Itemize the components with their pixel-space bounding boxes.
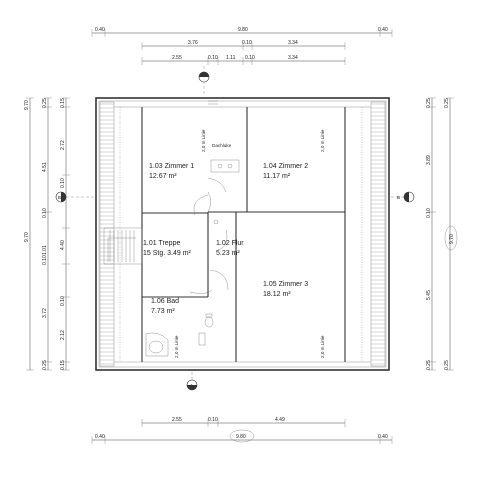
dim-left-in-e: 4.40	[60, 240, 66, 250]
dim-top2-c: 3.34	[288, 40, 298, 46]
room-labels: 1.03 Zimmer 1 12.67 m² 1.04 Zimmer 2 11.…	[143, 163, 308, 315]
dim-left-in-a: 0.15	[60, 98, 66, 108]
dim-left-in-f: 0.10	[60, 296, 66, 306]
dim-left-e: 3.72	[42, 308, 48, 318]
dim-top3-c: 1.11	[226, 55, 236, 61]
bottom-dimensions: 2.55 0.10 4.49 0.40 9.80 0.40	[91, 417, 393, 444]
dim-top2-b: 0.10	[242, 40, 252, 46]
left-roof-hatch	[99, 101, 115, 367]
section-marker-b-right: B	[391, 191, 415, 203]
dim-bottom1-b: 0.10	[208, 417, 218, 423]
room-flur-label: 1.02 Flur	[216, 240, 244, 247]
room-treppe-label: 1.01 Treppe	[143, 240, 180, 247]
room-bad-area: 7.73 m²	[151, 308, 175, 315]
room-zimmer3-label: 1.05 Zimmer 3	[263, 281, 308, 288]
room-treppe-area: 15 Stg. 3.49 m²	[143, 250, 192, 257]
section-a-top-label: A	[202, 76, 206, 81]
linie-label-3: 2,0 m Linie	[174, 335, 179, 358]
dim-left-in-d: 1.01	[42, 245, 48, 255]
dim-left-c: 0.10	[42, 208, 48, 218]
linie-label-2: 2,0 m Linie	[320, 129, 325, 152]
dim-top3-e: 3.34	[288, 55, 298, 61]
dim-bottom-middle: 9.80	[236, 434, 246, 440]
dim-top-middle: 9.80	[238, 27, 248, 33]
linie-label-4: 2,0 m Linie	[320, 335, 325, 358]
dim-top3-d: 0.10	[245, 55, 255, 61]
dim-right-c: 0.10	[426, 208, 432, 218]
dim-left-b: 4.51	[42, 162, 48, 172]
dim-bottom-right: 0.40	[378, 434, 388, 440]
room-zimmer2-label: 1.04 Zimmer 2	[263, 163, 308, 170]
right-dimensions: 0.25 3.89 0.10 5.45 0.25 0.25 9.70 0.25	[426, 97, 458, 371]
room-zimmer1-area: 12.67 m²	[149, 173, 177, 180]
dim-right-a: 0.25	[426, 98, 432, 108]
dim-bottom1-c: 4.49	[275, 417, 285, 423]
dim-left-d: 0.10	[42, 255, 48, 265]
section-b-left-label: B	[58, 195, 61, 200]
section-marker-a-bottom: A	[186, 372, 198, 391]
dim-left-in-b: 2.72	[60, 140, 66, 150]
dim-left-in-h: 0.15	[60, 360, 66, 370]
dim-top3-b: 0.10	[208, 55, 218, 61]
building: Dachluke	[95, 97, 390, 371]
dim-top-left: 0.40	[95, 27, 105, 33]
right-roof-hatch	[370, 101, 386, 367]
section-b-right-label: B	[397, 195, 400, 200]
room-bad-label: 1.06 Bad	[151, 298, 179, 305]
dim-top-right: 0.40	[378, 27, 388, 33]
dim-bottom-left: 0.40	[95, 434, 105, 440]
dim-right-e: 0.25	[426, 360, 432, 370]
dim-top3-a: 2.55	[172, 55, 182, 61]
dim-left-f: 0.25	[42, 360, 48, 370]
room-zimmer1-label: 1.03 Zimmer 1	[149, 163, 194, 170]
dim-right-d: 5.45	[426, 290, 432, 300]
section-marker-a-top: A	[198, 66, 210, 96]
dim-right-b: 3.89	[426, 155, 432, 165]
linie-label-1: 2,0 m Linie	[201, 129, 206, 152]
dim-left-outer-1: 9.70	[24, 100, 30, 110]
room-zimmer2-area: 11.17 m²	[263, 173, 291, 180]
section-marker-b-left: B	[55, 191, 94, 203]
bath-fixtures	[145, 313, 214, 357]
room-zimmer3-area: 18.12 m²	[263, 291, 291, 298]
dim-right-total: 9.70	[449, 234, 455, 244]
dim-left-total: 9.70	[24, 232, 30, 242]
dachluke-label: Dachluke	[212, 143, 232, 148]
section-a-bottom-label: A	[190, 383, 194, 388]
dim-left-a: 0.25	[42, 98, 48, 108]
dim-bottom1-a: 2.55	[172, 417, 182, 423]
two-meter-lines: 2,0 m Linie 2,0 m Linie 2,0 m Linie 2,0 …	[119, 107, 363, 362]
dim-top2-a: 3.76	[188, 40, 198, 46]
dim-right-bottom: 0.25	[444, 360, 450, 370]
staircase	[103, 227, 143, 265]
dim-left-in-c: 0.10	[60, 178, 66, 188]
room-flur-area: 5.23 m²	[216, 250, 240, 257]
dim-left-in-g: 2.12	[60, 330, 66, 340]
left-dimensions: 9.70 0.25 4.51 0.10 9.70 0.10 3.72 0.25 …	[24, 97, 70, 371]
dim-right-top: 0.25	[444, 98, 450, 108]
top-dimensions: 0.40 9.80 0.40 3.76 0.10 3.34 2.55 0.10 …	[91, 27, 393, 65]
